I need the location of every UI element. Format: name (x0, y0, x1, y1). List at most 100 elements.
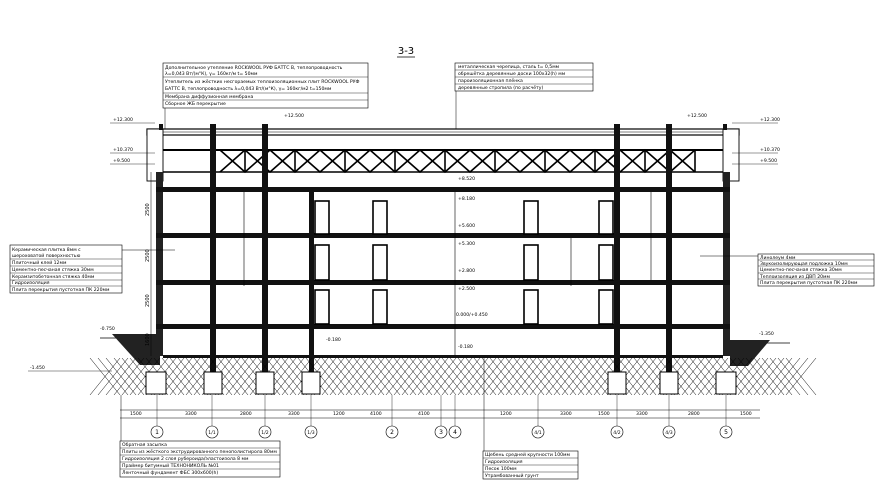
bottom-note-left-line-2: Плиты из жёсткого экструдированного пено… (122, 449, 277, 455)
hatch-line (385, 357, 417, 396)
axis-bubble (662, 425, 676, 439)
hatch-line (569, 357, 601, 396)
hatch-line (305, 357, 337, 396)
dimension-label: 1200 (500, 411, 512, 417)
hatch-line (665, 357, 697, 396)
hatch-line (785, 357, 817, 396)
axis-bubble (205, 425, 219, 439)
hatch-line (745, 357, 777, 396)
elev-center-1: +8.520 (458, 176, 475, 182)
hatch-line (737, 357, 769, 396)
floor-note-left-line-6: Гидроизоляция (12, 280, 50, 286)
doors (314, 200, 614, 325)
elev-right-top: +12.300 (760, 117, 780, 123)
hatch-line (393, 357, 425, 396)
elev-center-6: +2.500 (458, 286, 475, 292)
elev-center-8: -0.180 (458, 344, 473, 350)
axis-bubble (150, 425, 164, 439)
elev-small-center: -0.180 (326, 337, 341, 343)
hatch-line (329, 357, 361, 396)
roof-note-left-line-1: Дополнительное утепление ROCKWOOL РУФ БА… (165, 65, 343, 71)
hatch-line (153, 357, 185, 396)
hatch-line (273, 357, 305, 396)
elev-left-mid1: +10.370 (113, 147, 133, 153)
axis-label: 4 (453, 429, 457, 436)
hatch-line (753, 357, 785, 396)
hatch-line (225, 357, 257, 396)
elev-center-3: +5.600 (458, 223, 475, 229)
elev-left-bottom: -0.750 (100, 326, 115, 332)
dimension-label: 3300 (185, 411, 197, 417)
roof-note-left-line-5: Мембрана диффузионная мембрана (165, 94, 253, 100)
hatch-line (721, 357, 753, 396)
ground-hatch (89, 357, 817, 396)
dimension-label: 2800 (240, 411, 252, 417)
hatch-line (209, 357, 241, 396)
interior-walls (243, 192, 652, 356)
elev-right-mid1: +10.370 (760, 147, 780, 153)
elev-left-mid2: +9.500 (113, 158, 130, 164)
hatch-line (729, 357, 761, 396)
hatch-line (441, 357, 473, 396)
floor-height-4: 1600 (145, 333, 151, 346)
hatch-line (377, 357, 409, 396)
floor-note-right-line-3: Цементно-песчаная стяжка 30мм (760, 267, 842, 273)
hatch-line (465, 357, 497, 396)
elev-left-ground: -1.450 (30, 365, 45, 371)
elev-ridge-right: +12.500 (687, 113, 707, 119)
elev-center-7: 0.000/+0.450 (456, 312, 488, 318)
dimension-label: 3300 (636, 411, 648, 417)
hatch-line (633, 357, 665, 396)
floor-note-left-line-3: Плиточный клей 12мм (12, 259, 67, 266)
bottom-note-left-line-1: Обратная засыпка (122, 442, 167, 448)
hatch-line (369, 357, 401, 396)
hatch-line (417, 357, 449, 396)
dimension-label: 3300 (288, 411, 300, 417)
floor-height-dimensions: 2500 2500 2500 1600 (145, 172, 152, 356)
hatch-line (617, 357, 649, 396)
hatch-line (761, 357, 793, 396)
elev-left-top: +12.300 (113, 117, 133, 123)
bottom-note-left: Обратная засыпка Плиты из жёсткого экстр… (119, 395, 281, 478)
hatch-line (409, 357, 441, 396)
hatch-line (97, 357, 129, 396)
dimension-label: 2800 (688, 411, 700, 417)
hatch-line (497, 357, 529, 396)
building-section (146, 128, 740, 356)
bottom-note-right-line-1: Щебень средней крупности 100мм (485, 451, 571, 458)
roof-note-left-line-2: λ=0,043 Вт/(м°К), γ= 160кг/м t= 50мм (165, 71, 258, 77)
roof-note-left-line-4: БАТТС В, теплопроводность λ=0,043 Вт/(м°… (165, 86, 332, 92)
roof-truss (219, 148, 696, 174)
roof-note-left: Дополнительное утепление ROCKWOOL РУФ БА… (162, 62, 369, 132)
dimension-label: 1500 (130, 411, 142, 417)
hatch-line (489, 357, 521, 396)
roof-note-right-line-3: пароизоляционная плёнка (458, 78, 523, 84)
hatch-line (161, 357, 193, 396)
axis-bubble (258, 425, 272, 439)
elev-right-bottom: -1.350 (759, 331, 774, 337)
elevation-marks: +12.300 +10.370 +9.500 -0.750 -1.450 +12… (28, 113, 780, 372)
roof-note-right-line-1: металлическая черепица, сталь t= 0,5мм (458, 64, 560, 70)
axis-bubble (434, 425, 448, 439)
hatch-line (689, 357, 721, 396)
hatch-line (313, 357, 345, 396)
roof-note-left-line-3: Утеплитель из жёстких несгораемых теплои… (165, 79, 359, 85)
hatch-line (425, 357, 457, 396)
axis-bubble (531, 425, 545, 439)
floor-note-left-line-7: Плита перекрытия пустотная ПК 220мм (12, 287, 110, 293)
dimension-label: 3300 (560, 411, 572, 417)
axis-label: 3 (439, 429, 443, 436)
hatch-line (777, 357, 809, 396)
floor-height-3: 2500 (145, 294, 151, 307)
roof-note-left-line-6: Сборное ЖБ перекрытие (165, 101, 226, 107)
axis-label: 5 (724, 429, 728, 436)
hatch-line (321, 357, 353, 396)
bottom-note-left-line-3: Гидроизоляция 2 слоя рубероида/эластоизо… (122, 456, 249, 462)
dimension-chain (120, 409, 760, 419)
hatch-line (553, 357, 585, 396)
hatch-line (481, 357, 513, 396)
hatch-line (265, 357, 297, 396)
floor-note-right: Линолеум 4мм Звукоизолирующая подложка 1… (700, 253, 875, 287)
axis-label: 1/2 (261, 430, 268, 436)
